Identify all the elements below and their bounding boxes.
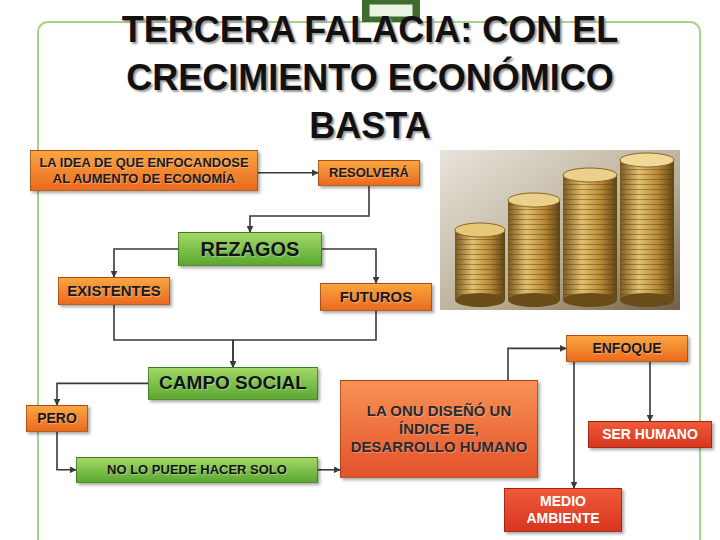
process-box: ENFOQUE [566,335,688,362]
connector-arrow [57,432,76,470]
photo-ground [440,150,680,310]
connector-arrow [322,249,376,283]
process-box: PERO [26,405,88,432]
coin-stack [563,168,617,307]
coin-stack [620,153,674,307]
box-text: FUTUROS [340,288,413,306]
topic-box: CAMPO SOCIAL [148,367,318,400]
connector-arrow [508,348,566,380]
box-text: LA ONU DISEÑÓ UN ÍNDICE DE, DESARROLLO H… [349,402,529,456]
focus-box: SER HUMANO [588,421,712,448]
box-text: MEDIO AMBIENTE [513,493,613,527]
premise-box: LA IDEA DE QUE ENFOCANDOSE AL AUMENTO DE… [30,150,258,191]
connector-arrow [573,362,575,488]
slide-title: TERCERA FALACIA: CON EL CRECIMIENTO ECON… [70,6,670,150]
connector-arrow [258,172,318,174]
topic-box: REZAGOS [178,232,322,266]
coin-stack [508,193,560,307]
connector-arrow [649,362,651,421]
connector-arrow [318,469,340,471]
process-box: NO LO PUEDE HACER SOLO [76,457,318,483]
connector-arrow [114,249,178,277]
connector-arrow [57,383,148,405]
box-text: CAMPO SOCIAL [159,372,307,395]
connector-arrow [250,186,369,232]
box-text: EXISTENTES [67,282,160,300]
box-text: ENFOQUE [592,340,661,357]
box-text: RESOLVERÁ [329,165,409,181]
box-text: REZAGOS [201,237,300,261]
box-text: PERO [37,410,77,427]
note-box: LA ONU DISEÑÓ UN ÍNDICE DE, DESARROLLO H… [340,380,538,478]
process-box: EXISTENTES [58,277,170,305]
connector-arrow [233,311,376,367]
box-text: NO LO PUEDE HACER SOLO [107,462,287,478]
coin-stack [455,223,505,307]
box-text: SER HUMANO [602,426,698,443]
process-box: FUTUROS [320,283,432,311]
focus-box: MEDIO AMBIENTE [504,488,622,532]
frame-border [38,22,700,540]
box-text: LA IDEA DE QUE ENFOCANDOSE AL AUMENTO DE… [39,155,249,186]
connector-arrow [114,305,233,367]
process-box: RESOLVERÁ [318,160,420,186]
